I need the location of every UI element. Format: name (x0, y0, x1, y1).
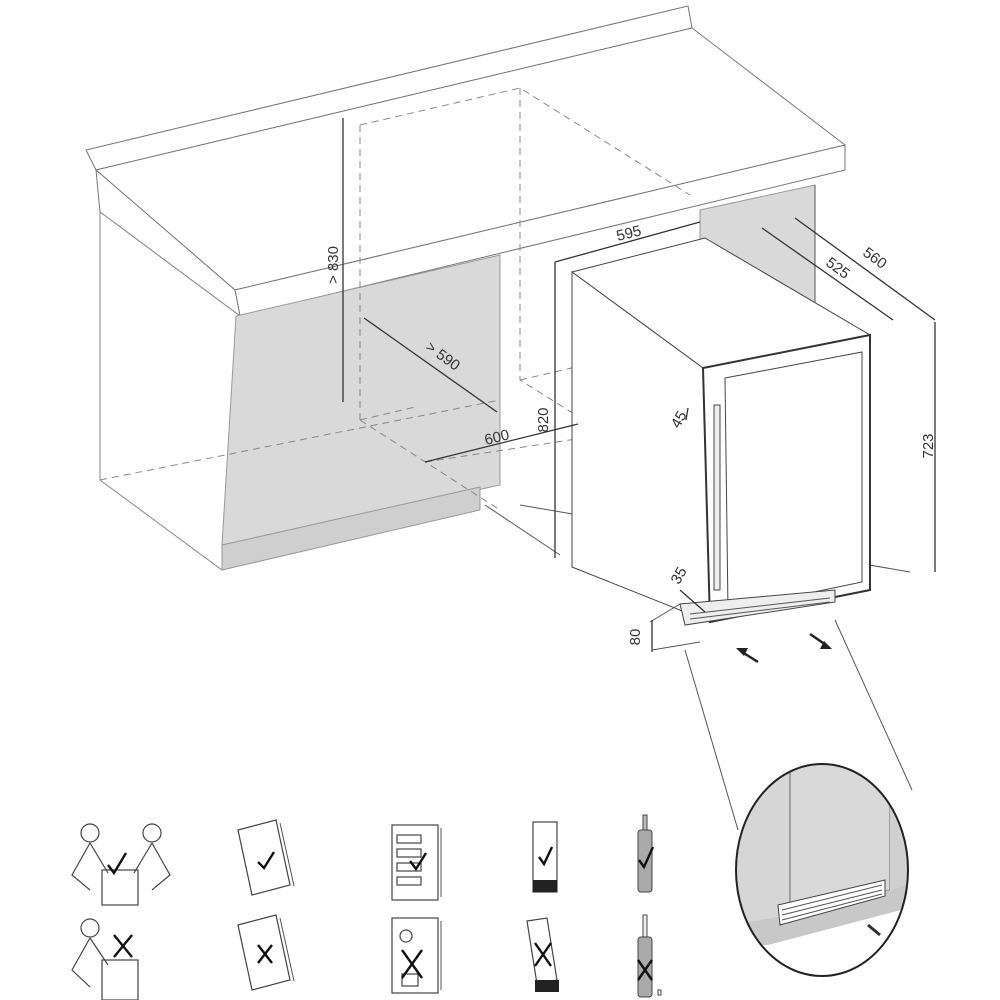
airflow-in-arrow (736, 648, 759, 664)
label-niche-width: 600 (483, 426, 511, 449)
left-cabinet-panel (221, 254, 501, 546)
kitchen-cabinet (85, 5, 847, 571)
label-min-niche-height: > 830 (325, 246, 342, 284)
bottle-not-ok-icon (637, 914, 662, 998)
upright-transport-ok-icon (532, 821, 558, 893)
label-plinth-height: 80 (627, 629, 644, 646)
detail-magnifier (684, 619, 913, 977)
label-unit-height: 820 (535, 407, 552, 432)
shelf-loading-not-ok-icon (391, 917, 442, 994)
door-handle (713, 404, 721, 591)
tilted-transport-not-ok-icon (526, 917, 559, 992)
dimension-lines (342, 118, 936, 652)
airflow-out-arrow (809, 632, 832, 649)
wine-cooler (570, 237, 872, 651)
shelf-loading-ok-icon (391, 824, 442, 901)
read-manual-ok-icon (237, 819, 295, 896)
bottle-ok-icon (637, 814, 655, 893)
label-unit-depth: 525 (823, 254, 853, 282)
one-person-lift-not-ok-icon (71, 918, 139, 1000)
label-door-height: 723 (920, 433, 937, 458)
ventilation-grille (679, 589, 836, 626)
plinth (221, 486, 481, 571)
label-unit-width: 595 (615, 222, 643, 245)
label-top-gap: 45 (668, 408, 691, 431)
two-person-lift-ok-icon (71, 823, 171, 906)
manual-not-ok-icon (237, 914, 295, 991)
label-bottom-gap: 35 (668, 564, 691, 587)
